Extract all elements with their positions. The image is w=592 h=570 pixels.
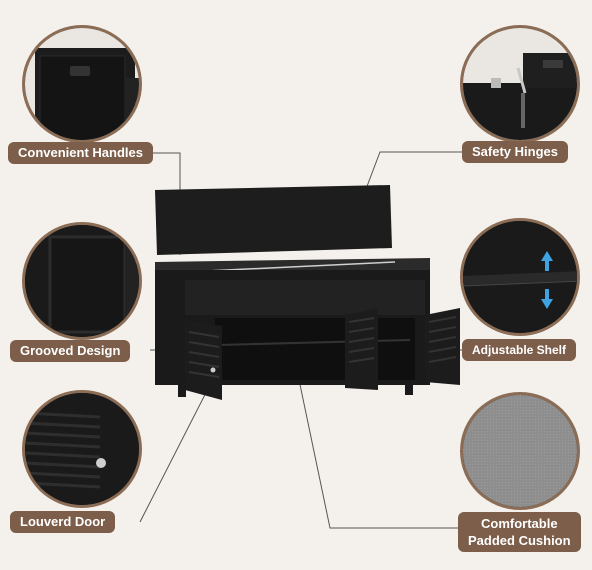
callout-padded-cushion-line2: Padded Cushion <box>468 533 571 548</box>
left-door <box>185 320 222 400</box>
cushion-detail-image <box>463 395 577 507</box>
inset-cushion <box>460 392 580 510</box>
handle-detail-image <box>25 28 139 140</box>
bench-lid <box>155 185 392 255</box>
inset-door <box>22 390 142 508</box>
inset-grooved <box>22 222 142 340</box>
shelf-detail-image <box>463 221 577 333</box>
inset-handles <box>22 25 142 143</box>
leader-door <box>139 374 216 523</box>
callout-grooved-design: Grooved Design <box>10 340 131 362</box>
callout-adjustable-shelf: Adjustable Shelf <box>462 339 577 361</box>
callout-padded-cushion: Comfortable Padded Cushion <box>458 512 581 552</box>
callout-padded-cushion-line1: Comfortable <box>481 516 558 531</box>
door-detail-image <box>25 393 139 505</box>
callout-safety-hinges: Safety Hinges <box>462 141 568 163</box>
grooved-detail-image <box>25 225 139 337</box>
handle-cutout <box>70 66 90 76</box>
hinge-detail-image <box>463 28 577 140</box>
door-knob-icon <box>96 458 106 468</box>
callout-convenient-handles: Convenient Handles <box>8 142 153 164</box>
adjust-arrows-icon <box>541 251 553 309</box>
inset-hinges <box>460 25 580 143</box>
inset-shelf <box>460 218 580 336</box>
callout-louverd-door: Louverd Door <box>10 511 116 533</box>
